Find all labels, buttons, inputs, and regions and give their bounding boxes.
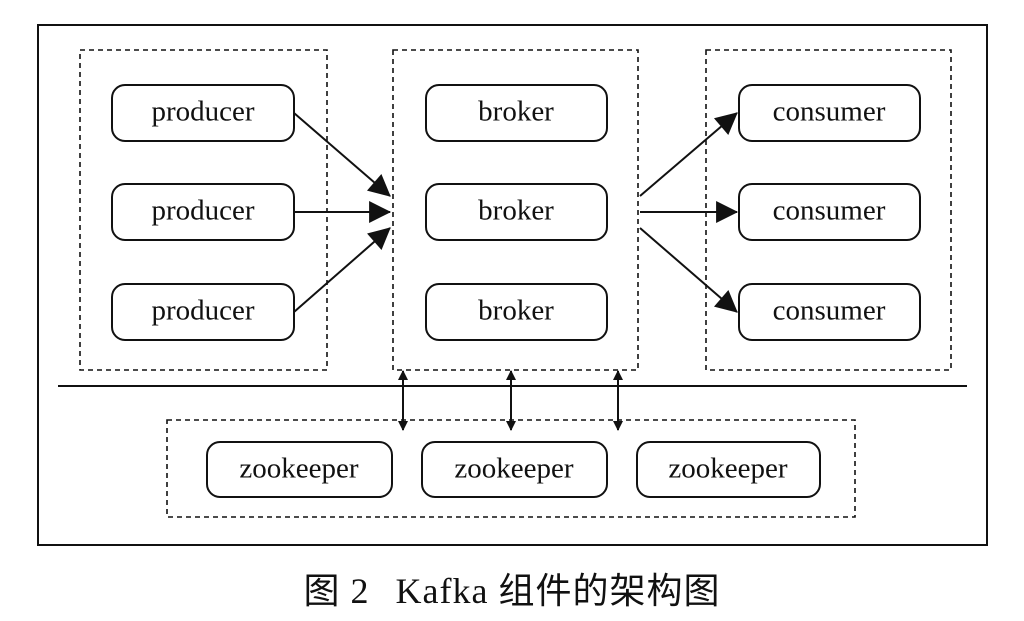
consumer-label: consumer bbox=[773, 96, 886, 128]
producer-label: producer bbox=[151, 96, 254, 128]
producer-label: producer bbox=[151, 295, 254, 327]
broker-label: broker bbox=[478, 195, 554, 227]
producer-to-broker-arrow bbox=[293, 227, 391, 313]
producer-to-broker-arrow bbox=[293, 112, 391, 197]
producer-label: producer bbox=[151, 195, 254, 227]
broker-node-3: broker bbox=[425, 283, 608, 341]
zookeeper-label: zookeeper bbox=[668, 453, 787, 485]
zookeeper-node-2: zookeeper bbox=[421, 441, 608, 498]
producer-node-3: producer bbox=[111, 283, 295, 341]
broker-to-consumer-arrow bbox=[639, 227, 738, 313]
broker-label: broker bbox=[478, 295, 554, 327]
consumer-node-3: consumer bbox=[738, 283, 921, 341]
figure-caption: 图 2 Kafka 组件的架构图 bbox=[0, 562, 1024, 614]
broker-node-2: broker bbox=[425, 183, 608, 241]
consumer-node-1: consumer bbox=[738, 84, 921, 142]
figure-label: 图 2 bbox=[303, 571, 370, 611]
consumer-group bbox=[705, 49, 952, 371]
consumer-label: consumer bbox=[773, 295, 886, 327]
producer-group bbox=[79, 49, 328, 371]
zookeeper-node-3: zookeeper bbox=[636, 441, 821, 498]
zookeeper-label: zookeeper bbox=[239, 453, 358, 485]
consumer-node-2: consumer bbox=[738, 183, 921, 241]
broker-node-1: broker bbox=[425, 84, 608, 142]
broker-label: broker bbox=[478, 96, 554, 128]
figure-title: Kafka 组件的架构图 bbox=[395, 571, 721, 611]
producer-node-2: producer bbox=[111, 183, 295, 241]
outer-frame bbox=[37, 24, 988, 546]
zookeeper-label: zookeeper bbox=[454, 453, 573, 485]
broker-to-consumer-arrow bbox=[639, 112, 738, 197]
zookeeper-node-1: zookeeper bbox=[206, 441, 393, 498]
producer-node-1: producer bbox=[111, 84, 295, 142]
consumer-label: consumer bbox=[773, 195, 886, 227]
